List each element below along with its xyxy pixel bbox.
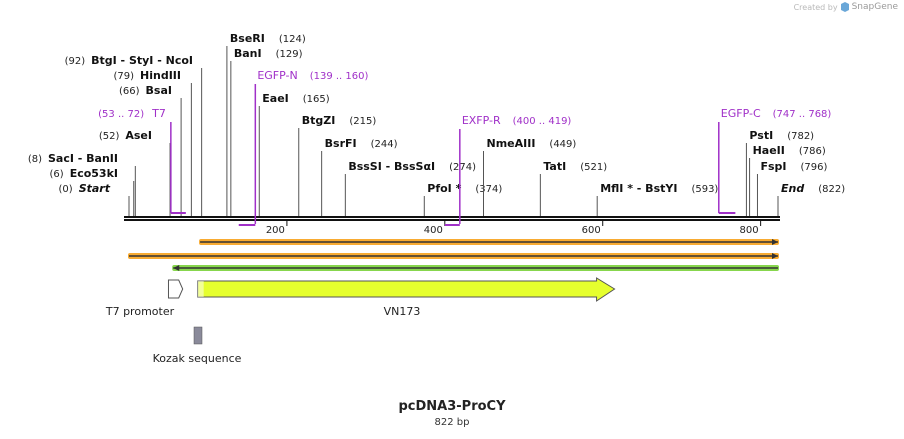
vn173-feature [197,277,616,302]
site-label: Start [79,182,111,195]
site-position: (449) [549,139,576,150]
primer-range: (53 .. 72) [98,109,144,120]
primer-range: (400 .. 419) [513,116,572,127]
site-label: BtgZI [302,114,336,127]
ruler-tick-label: 600 [582,225,601,236]
site-position: (786) [799,146,826,157]
vn173-start-marker [197,281,204,297]
ruler-tick-label: 400 [424,225,443,236]
site-position: (374) [475,184,502,195]
orf-arrowhead [772,239,778,245]
site-position: (822) [818,184,845,195]
orf-arrowhead [173,265,180,271]
site-label: PfoI * [427,182,461,195]
site-label: HaeII [753,144,785,157]
map-title: pcDNA3-ProCY [398,399,506,414]
site-position: (8) [28,154,42,165]
site-label: EaeI [262,92,289,105]
site-label: BanI [234,47,262,60]
site-label: BsaI [146,84,172,97]
t7-promoter-feature [167,279,184,299]
site-label: MflI * - BstYI [600,182,677,195]
site-position: (782) [787,131,814,142]
site-position: (79) [114,71,135,82]
site-label: NmeAIII [487,137,536,150]
kozak-label: Kozak sequence [153,352,242,365]
ruler-tick-label: 200 [266,225,285,236]
site-label: PstI [749,129,773,142]
site-label: BseRI [230,32,265,45]
site-label: TatI [543,160,566,173]
t7-promoter-label: T7 promoter [105,305,175,318]
vn173-label: VN173 [384,305,421,318]
site-label: FspI [760,160,786,173]
primer-range: (139 .. 160) [310,71,369,82]
site-position: (52) [99,131,120,142]
orf-arrowhead [772,253,778,259]
site-position: (124) [279,34,306,45]
site-label: End [781,182,804,195]
credit-brand: SnapGene [851,2,898,12]
site-position: (274) [449,162,476,173]
kozak-feature [193,326,203,345]
site-label: BsrFI [325,137,357,150]
site-label: Eco53kI [70,167,118,180]
site-position: (796) [801,162,828,173]
primer-label: EXFP-R [462,114,501,127]
snapgene-logo-icon [840,2,849,12]
site-position: (6) [50,169,64,180]
site-position: (215) [349,116,376,127]
site-position: (129) [276,49,303,60]
site-position: (521) [580,162,607,173]
primer-label: EGFP-C [721,107,761,120]
credit-prefix: Created by [793,2,838,12]
site-position: (165) [303,94,330,105]
sequence-length: 822 bp [434,417,470,428]
site-label: BssSI - BssSαI [348,160,435,173]
site-position: (593) [691,184,718,195]
primer-label: T7 [151,107,166,120]
site-position: (66) [119,86,140,97]
site-label: SacI - BanII [48,152,118,165]
primer-label: EGFP-N [257,69,297,82]
primer-range: (747 .. 768) [773,109,832,120]
site-label: BtgI - StyI - NcoI [91,54,193,67]
site-label: AseI [125,129,152,142]
ruler-tick-label: 800 [740,225,759,236]
snapgene-credit: Created by SnapGene [794,2,898,12]
site-position: (244) [371,139,398,150]
site-position: (92) [65,56,86,67]
site-position: (0) [59,184,73,195]
site-label: HindIII [140,69,181,82]
